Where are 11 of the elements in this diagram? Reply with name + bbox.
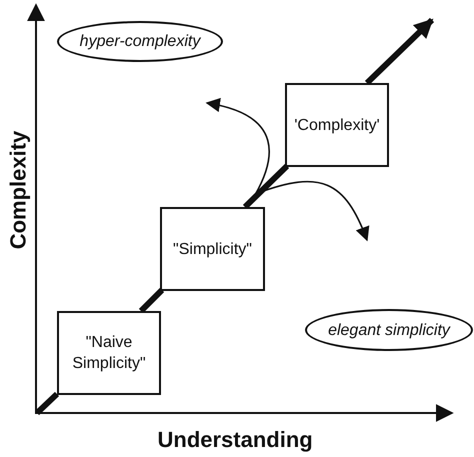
stage-box: 'Complexity' xyxy=(285,83,389,167)
connector-line xyxy=(242,164,290,210)
stage-box: "Naive Simplicity" xyxy=(57,311,161,395)
connector-line xyxy=(34,392,60,416)
stage-box: "Simplicity" xyxy=(160,207,265,291)
axis-title: Complexity xyxy=(4,130,31,250)
connector-line xyxy=(138,288,164,314)
arrow xyxy=(364,18,434,86)
ellipse-label: hyper-complexity xyxy=(57,21,223,62)
ellipse-label: elegant simplicity xyxy=(305,309,473,351)
axis-title: Understanding xyxy=(158,427,313,453)
